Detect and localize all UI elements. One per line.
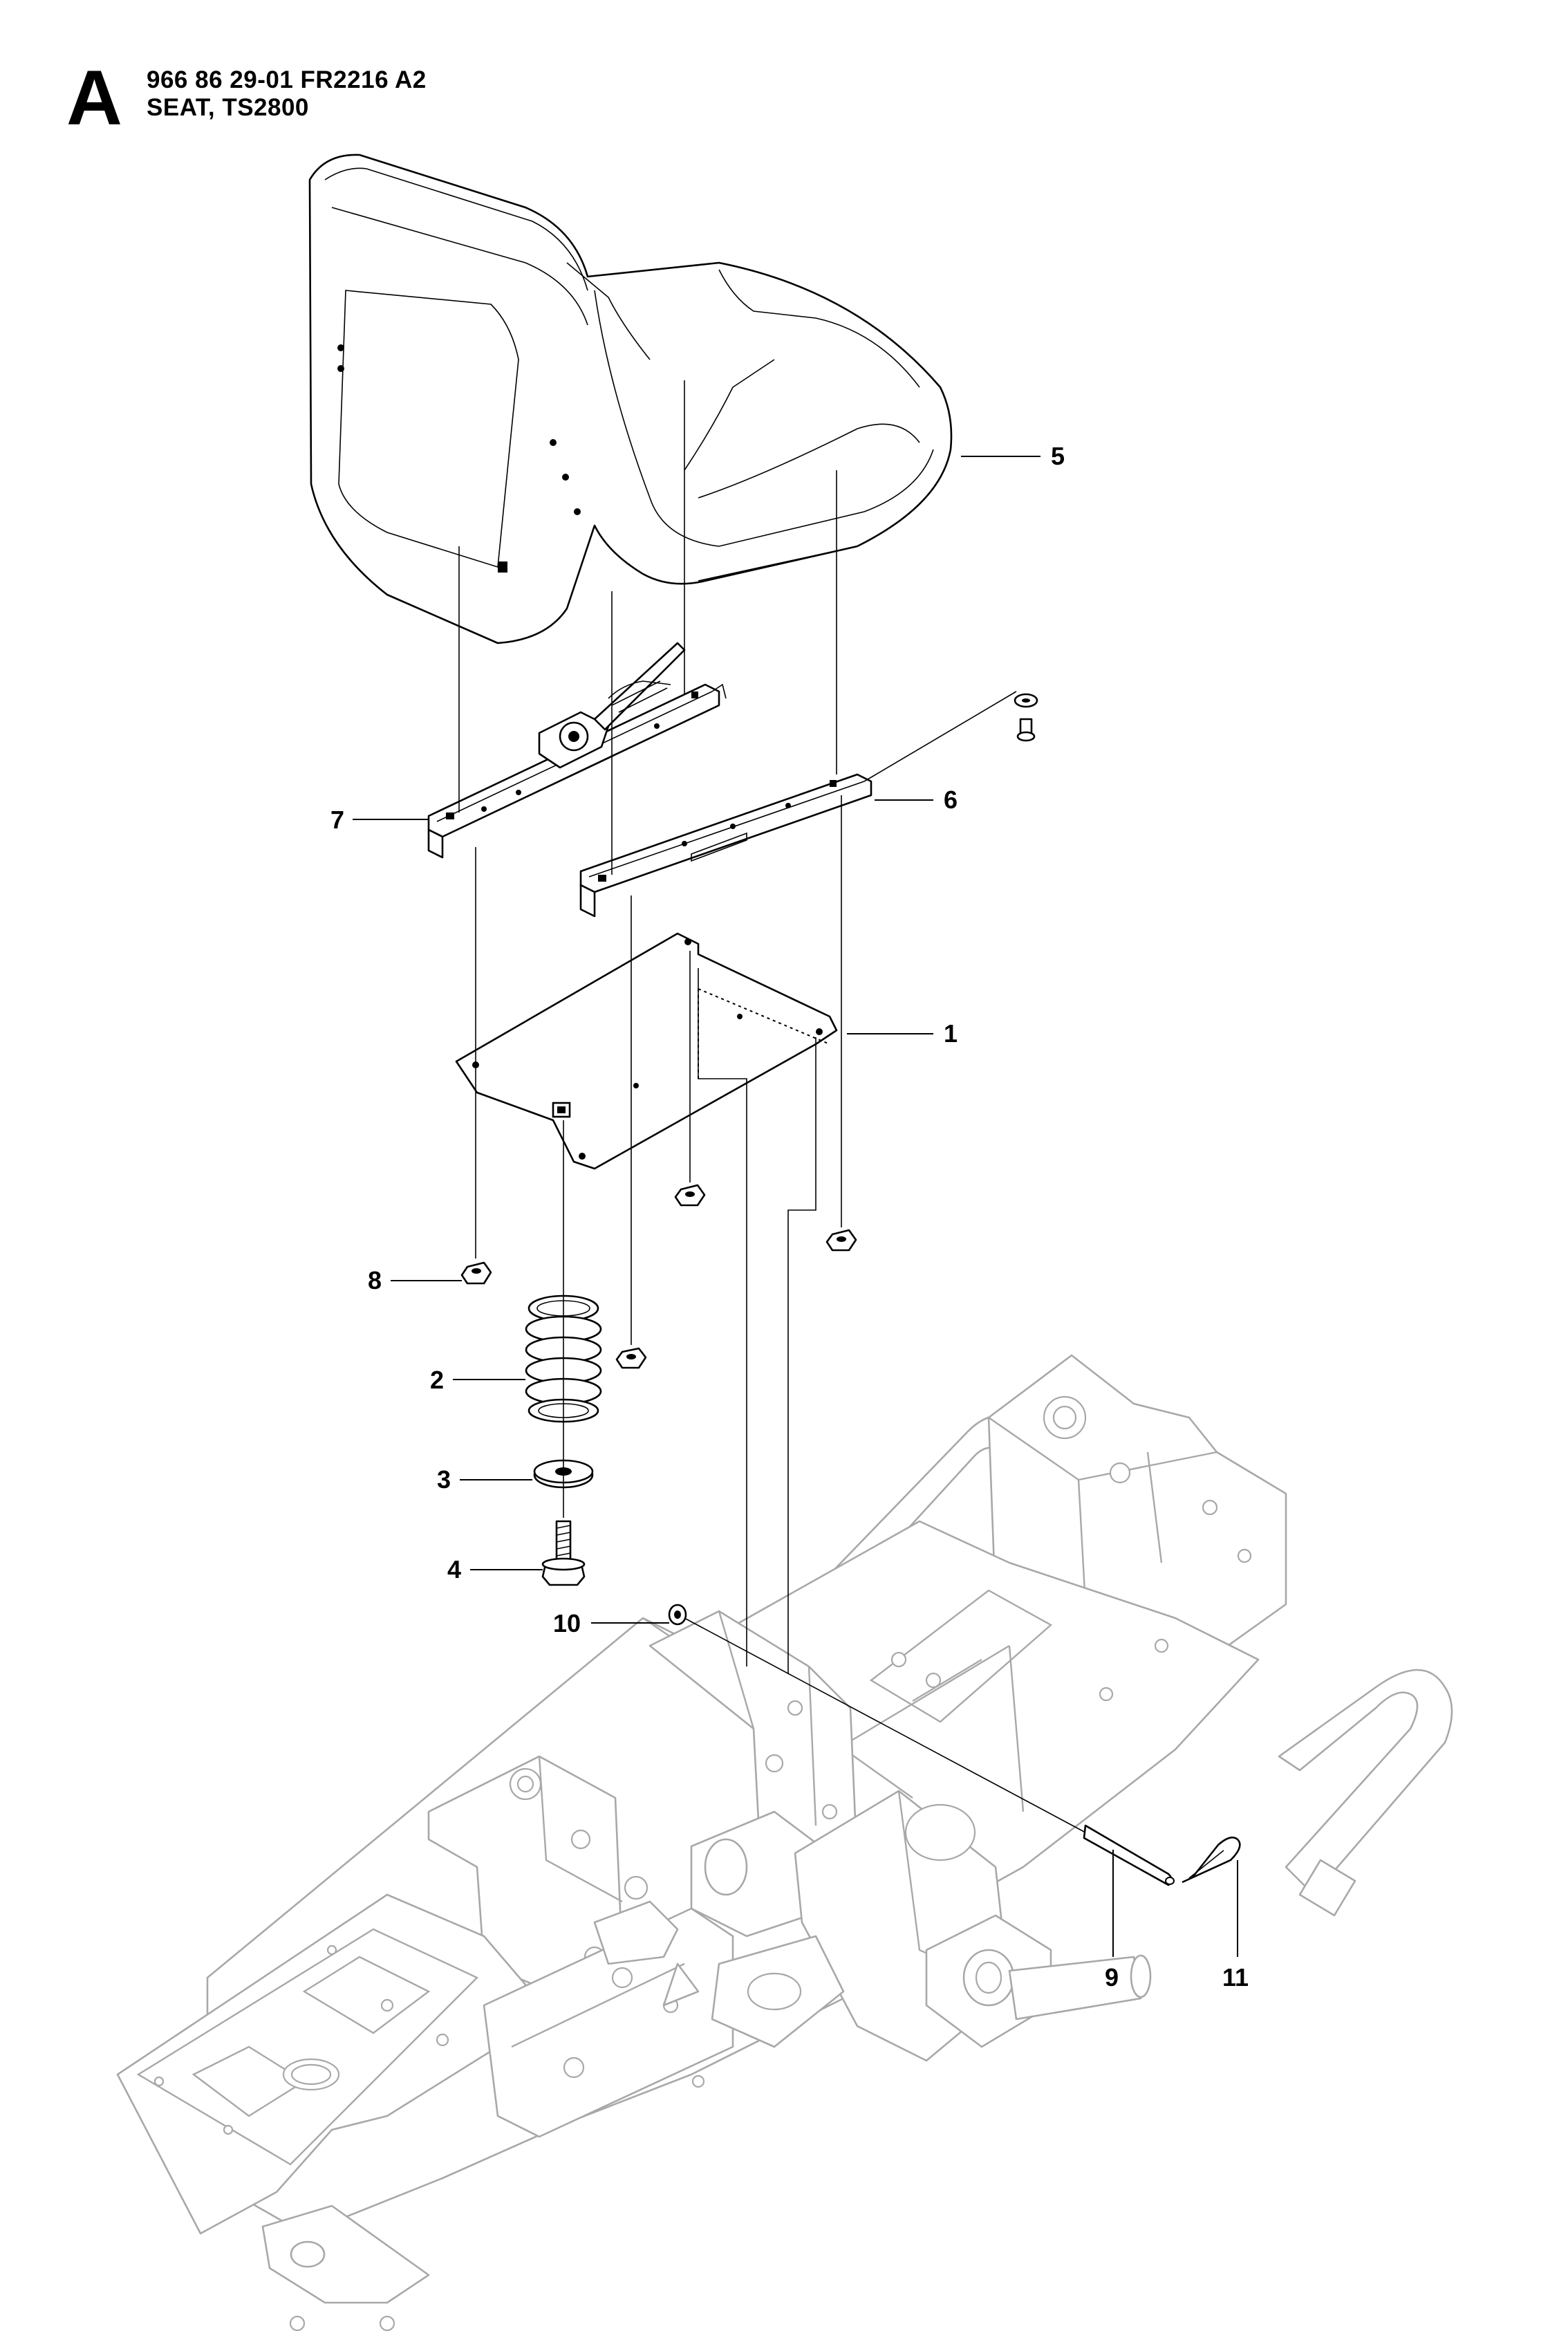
- callout-1: 1: [944, 1019, 958, 1048]
- callout-9: 9: [1105, 1963, 1119, 1991]
- nut-part-8-b: [615, 1347, 647, 1369]
- nut-part-8-c: [674, 1184, 706, 1207]
- bolt-top-right: [1014, 693, 1038, 742]
- callout-8: 8: [368, 1266, 382, 1294]
- tractor-frame: [116, 1354, 1453, 2332]
- slide-rail-part-7: [427, 642, 727, 859]
- clip-part-10: [668, 1604, 687, 1626]
- callout-leaders: [353, 456, 1238, 1957]
- section-letter: A: [66, 55, 122, 141]
- callout-2: 2: [430, 1366, 444, 1394]
- seat-plate-part-1: [455, 932, 838, 1170]
- callout-7: 7: [330, 806, 344, 834]
- seat-part-5: [308, 154, 953, 644]
- pin-part-9: [1083, 1824, 1175, 1886]
- callout-5: 5: [1051, 442, 1065, 470]
- nut-part-8-d: [825, 1229, 857, 1252]
- callout-3: 3: [437, 1465, 451, 1494]
- r-clip-part-11: [1182, 1837, 1241, 1884]
- alignment-lines: [458, 380, 1086, 1833]
- callout-11: 11: [1222, 1963, 1249, 1991]
- callout-4: 4: [447, 1555, 461, 1584]
- nut-part-8-a: [460, 1261, 492, 1285]
- bolt-part-4: [541, 1520, 586, 1586]
- assembly-title: SEAT, TS2800: [147, 94, 309, 121]
- slide-rail-part-6: [579, 773, 872, 918]
- callout-10: 10: [553, 1609, 581, 1637]
- callout-6: 6: [944, 786, 958, 814]
- part-number-title: 966 86 29-01 FR2216 A2: [147, 66, 427, 93]
